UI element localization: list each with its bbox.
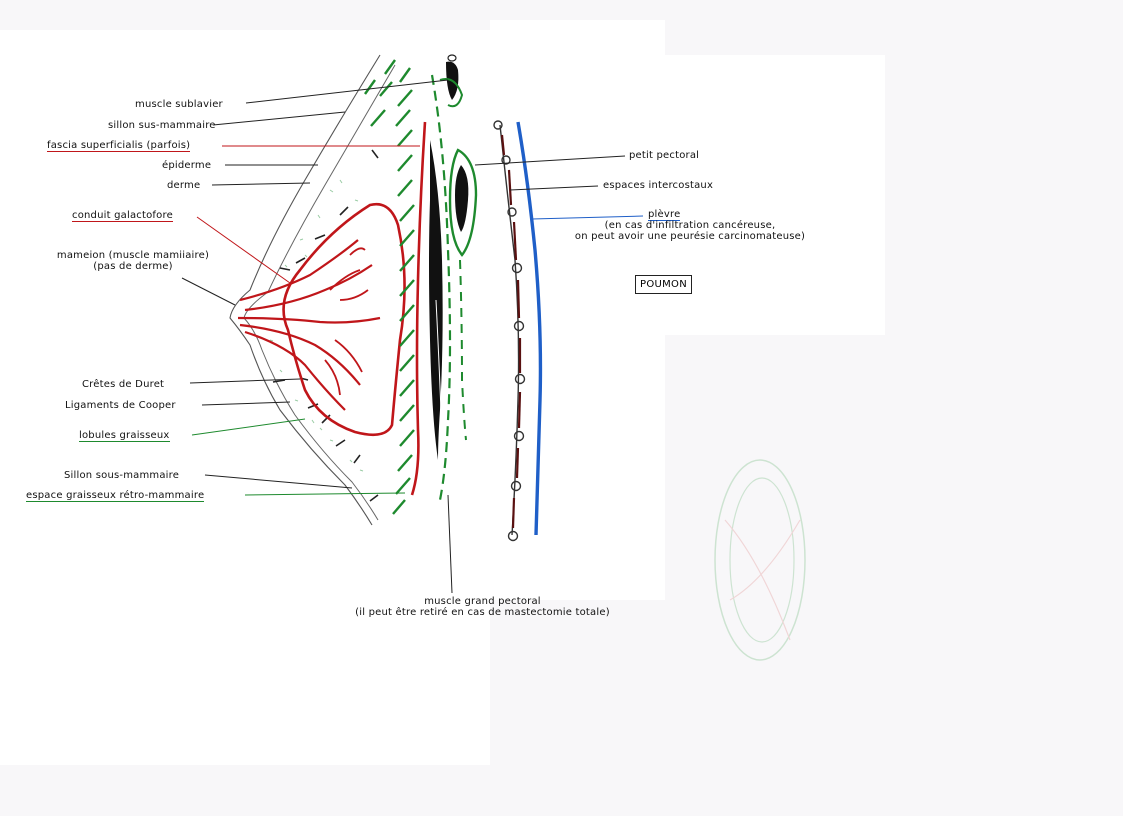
label-superficial-fascia: fascia superficialis (parfois): [47, 140, 191, 152]
mammary-gland: [237, 202, 406, 437]
label-cooper-ligaments: Ligaments de Cooper: [65, 400, 176, 411]
intercostal-muscles: [500, 134, 522, 529]
ribs-column: [493, 120, 526, 542]
label-nipple-line1: mameion (muscle mamiiaire): [56, 250, 210, 261]
label-pectoralis-major-line1: muscle grand pectoral: [424, 596, 541, 607]
label-pectoralis-major-line2: (il peut être retiré en cas de mastectom…: [355, 607, 610, 618]
label-lactiferous-duct: conduit galactofore: [72, 210, 173, 222]
label-pleura-note-line2: on peut avoir une peurésie carcinomateus…: [574, 231, 806, 242]
retromammary-hatching: [364, 59, 415, 515]
leader-lines: [181, 79, 644, 594]
label-nipple-line2: (pas de derme): [93, 261, 173, 272]
label-subclavius: muscle sublavier: [135, 99, 223, 110]
label-supramammary-groove: sillon sus-mammaire: [108, 120, 216, 131]
label-fat-lobules: lobules graisseux: [79, 430, 170, 442]
superficial-fascia: [410, 121, 427, 496]
label-pectoralis-major: muscle grand pectoral (il peut être reti…: [330, 596, 635, 618]
label-dermis: derme: [167, 180, 201, 191]
label-retromammary-fat: espace graisseux rétro-mammaire: [26, 490, 205, 502]
paper-sheet-main: [0, 30, 490, 765]
label-intercostal-spaces: espaces intercostaux: [603, 180, 714, 191]
label-nipple: mameion (muscle mamiiaire) (pas de derme…: [43, 250, 223, 272]
pleura-line: [516, 121, 543, 536]
fat-lobules-texture: [269, 179, 364, 472]
label-pleura-note-line1: (en cas d'infiltration cancéreuse,: [604, 220, 776, 231]
label-inframammary-groove: Sillon sous-mammaire: [64, 470, 180, 481]
pectoralis-major: [429, 74, 452, 501]
label-pleura: plèvre: [648, 209, 681, 221]
faint-background-sketch: [714, 459, 806, 661]
paper-sheet-label-area: [555, 55, 885, 335]
label-duret-crests: Crêtes de Duret: [82, 379, 165, 390]
pectoralis-minor: [448, 148, 478, 441]
label-pleura-note: (en cas d'infiltration cancéreuse, on pe…: [540, 220, 840, 242]
subclavius-muscle: [439, 54, 464, 108]
label-pectoralis-minor: petit pectoral: [629, 150, 700, 161]
label-lung-box: POUMON: [635, 275, 693, 294]
skin-outline: [229, 54, 396, 526]
cooper-ligaments: [272, 149, 379, 502]
label-epidermis: épiderme: [162, 160, 212, 171]
